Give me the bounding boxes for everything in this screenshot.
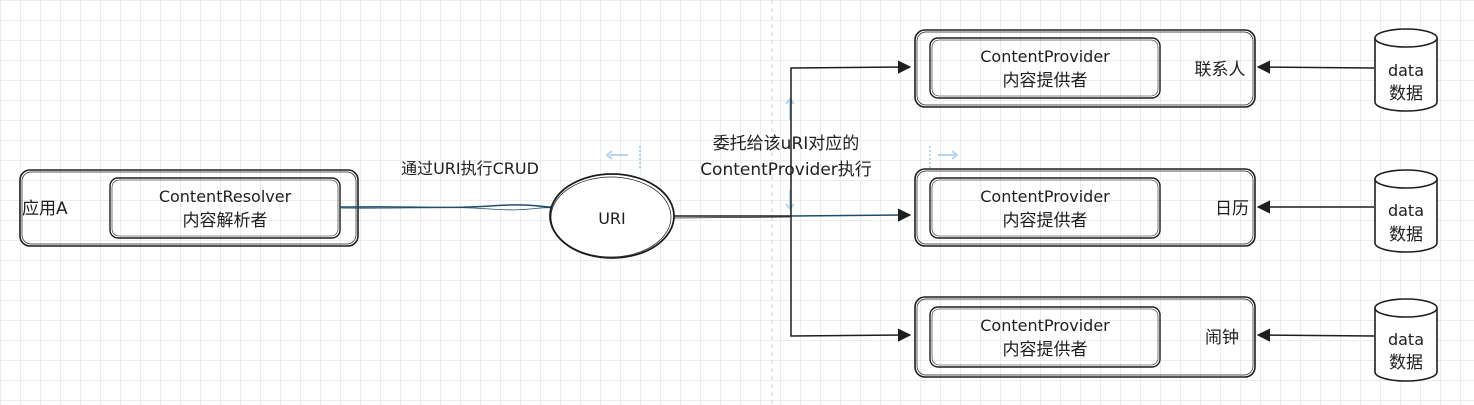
selection-handle-icon: [605, 97, 959, 211]
database-icon[interactable]: data 数据: [1374, 28, 1438, 112]
database-label: data: [1388, 201, 1424, 220]
edge-delegate-line2: ContentProvider执行: [700, 160, 872, 180]
database-icon[interactable]: data 数据: [1374, 298, 1438, 382]
app-a-label: 应用A: [22, 199, 68, 219]
database-sublabel: 数据: [1389, 225, 1423, 245]
provider-title: ContentProvider: [980, 316, 1110, 335]
edge-crud: 通过URI执行CRUD: [339, 159, 553, 211]
edge-data-contacts: [1256, 60, 1375, 74]
uri-label: URI: [598, 209, 626, 228]
provider-contacts[interactable]: ContentProvider 内容提供者 联系人: [914, 29, 1256, 108]
database-label: data: [1388, 61, 1424, 80]
app-a-node[interactable]: 应用A ContentResolver 内容解析者: [19, 169, 359, 247]
resolver-subtitle: 内容解析者: [183, 211, 268, 231]
edge-delegate-line1: 委托给该uRI对应的: [713, 134, 860, 154]
edge-delegate: 委托给该uRI对应的 ContentProvider执行: [673, 60, 912, 342]
provider-name: 日历: [1215, 199, 1249, 219]
resolver-box[interactable]: ContentResolver 内容解析者: [109, 177, 341, 239]
database-sublabel: 数据: [1389, 353, 1423, 373]
database-label: data: [1388, 330, 1424, 349]
resolver-title: ContentResolver: [159, 187, 292, 206]
provider-name: 闹钟: [1205, 328, 1239, 348]
provider-subtitle: 内容提供者: [1003, 71, 1088, 91]
provider-alarm[interactable]: ContentProvider 内容提供者 闹钟: [914, 296, 1256, 378]
provider-title: ContentProvider: [980, 47, 1110, 66]
database-icon[interactable]: data 数据: [1374, 169, 1438, 253]
edge-data-alarm: [1256, 328, 1375, 342]
provider-name: 联系人: [1195, 60, 1246, 80]
provider-subtitle: 内容提供者: [1003, 340, 1088, 360]
database-sublabel: 数据: [1389, 84, 1423, 104]
provider-title: ContentProvider: [980, 187, 1110, 206]
uri-node[interactable]: URI: [549, 173, 675, 259]
provider-subtitle: 内容提供者: [1003, 211, 1088, 231]
edge-crud-label: 通过URI执行CRUD: [401, 159, 539, 178]
provider-calendar[interactable]: ContentProvider 内容提供者 日历: [914, 168, 1256, 247]
